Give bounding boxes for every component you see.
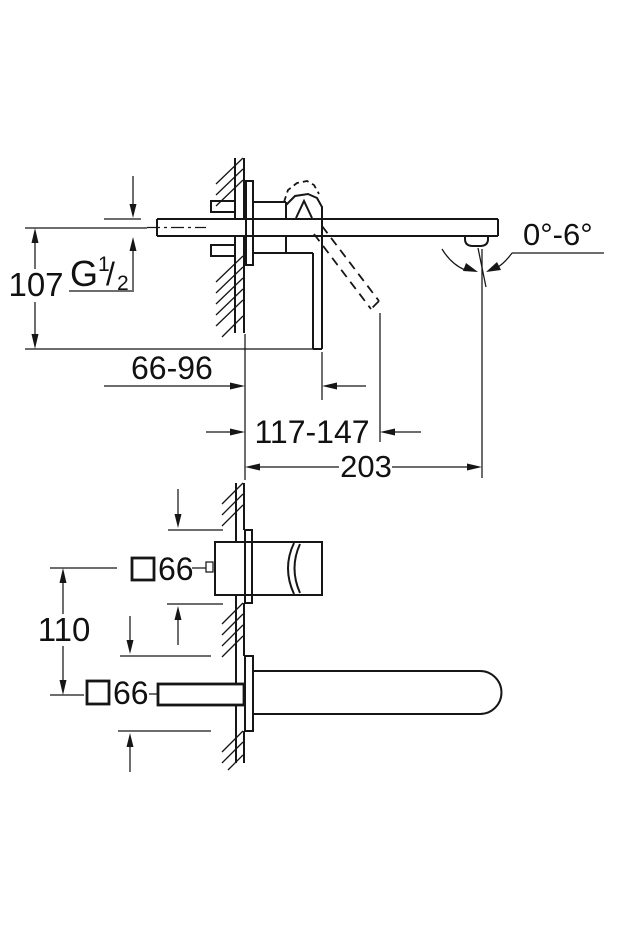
tilted-position-line bbox=[477, 247, 487, 288]
lever-grip-arc-inner bbox=[293, 543, 301, 594]
dim-66-spout: 66 bbox=[85, 616, 211, 772]
wall-section bbox=[215, 157, 245, 338]
dim-117-147: 117-147 bbox=[206, 414, 421, 450]
dim-66-96: 66-96 bbox=[104, 350, 366, 390]
dim-117-147-label: 117-147 bbox=[254, 414, 369, 450]
dim-angle-label: 0°-6° bbox=[523, 217, 593, 252]
wall-section-front bbox=[221, 482, 245, 771]
wall-hatching-front bbox=[221, 482, 244, 771]
aerator bbox=[464, 236, 489, 247]
lever-closed bbox=[312, 219, 323, 350]
cartridge-dome bbox=[285, 192, 323, 219]
angle-arrow-left-curve bbox=[441, 248, 466, 271]
spout-supply-body bbox=[156, 682, 246, 707]
escutcheon-plate-side bbox=[245, 180, 254, 266]
spout-front bbox=[253, 670, 503, 715]
dim-203-label: 203 bbox=[340, 449, 392, 484]
dim-angle-0-6: 0°-6° bbox=[441, 217, 604, 288]
mounting-flange-bottom bbox=[210, 244, 236, 257]
lever-joint-section bbox=[295, 198, 313, 219]
spout-side bbox=[157, 218, 499, 247]
mixer-body bbox=[253, 192, 323, 254]
lever-open-dashed bbox=[283, 180, 380, 310]
dim-66-96-label: 66-96 bbox=[131, 350, 213, 386]
spout-escutcheon-edge bbox=[244, 655, 254, 732]
handle-unit-front bbox=[214, 529, 323, 604]
square-symbol-icon bbox=[85, 679, 111, 706]
mounting-flange-top bbox=[210, 200, 236, 213]
dome-open-dashed bbox=[283, 180, 320, 203]
thread-separator: / bbox=[106, 256, 115, 292]
extension-lines-side bbox=[25, 218, 483, 480]
thread-numerator: 1 bbox=[98, 253, 110, 276]
dim-66-handle-label: 66 bbox=[158, 551, 194, 587]
concealed-mounting-body bbox=[147, 200, 236, 257]
side-view: 107 G 1 / 2 66-96 117-147 bbox=[8, 157, 604, 484]
thread-prefix: G bbox=[70, 253, 98, 294]
wall-hatching bbox=[215, 157, 244, 338]
handle-body bbox=[214, 541, 323, 596]
dim-66-spout-label: 66 bbox=[113, 675, 149, 711]
square-symbol-icon bbox=[130, 556, 156, 582]
dim-110: 110 bbox=[38, 567, 117, 696]
handle-escutcheon-edge bbox=[244, 529, 253, 604]
leader-box-marker bbox=[205, 561, 214, 573]
dim-107-label: 107 bbox=[8, 266, 63, 303]
thread-denominator: 2 bbox=[117, 272, 129, 295]
dim-107: 107 bbox=[8, 228, 64, 349]
dim-203: 203 bbox=[245, 449, 482, 484]
lever-grip-arc-outer bbox=[287, 542, 295, 595]
dim-66-handle: 66 bbox=[130, 489, 223, 645]
front-view: 66 110 66 bbox=[38, 482, 503, 772]
dim-110-label: 110 bbox=[38, 611, 91, 648]
spout-unit-front bbox=[156, 655, 503, 732]
label-thread-g12: G 1 / 2 bbox=[69, 176, 137, 295]
